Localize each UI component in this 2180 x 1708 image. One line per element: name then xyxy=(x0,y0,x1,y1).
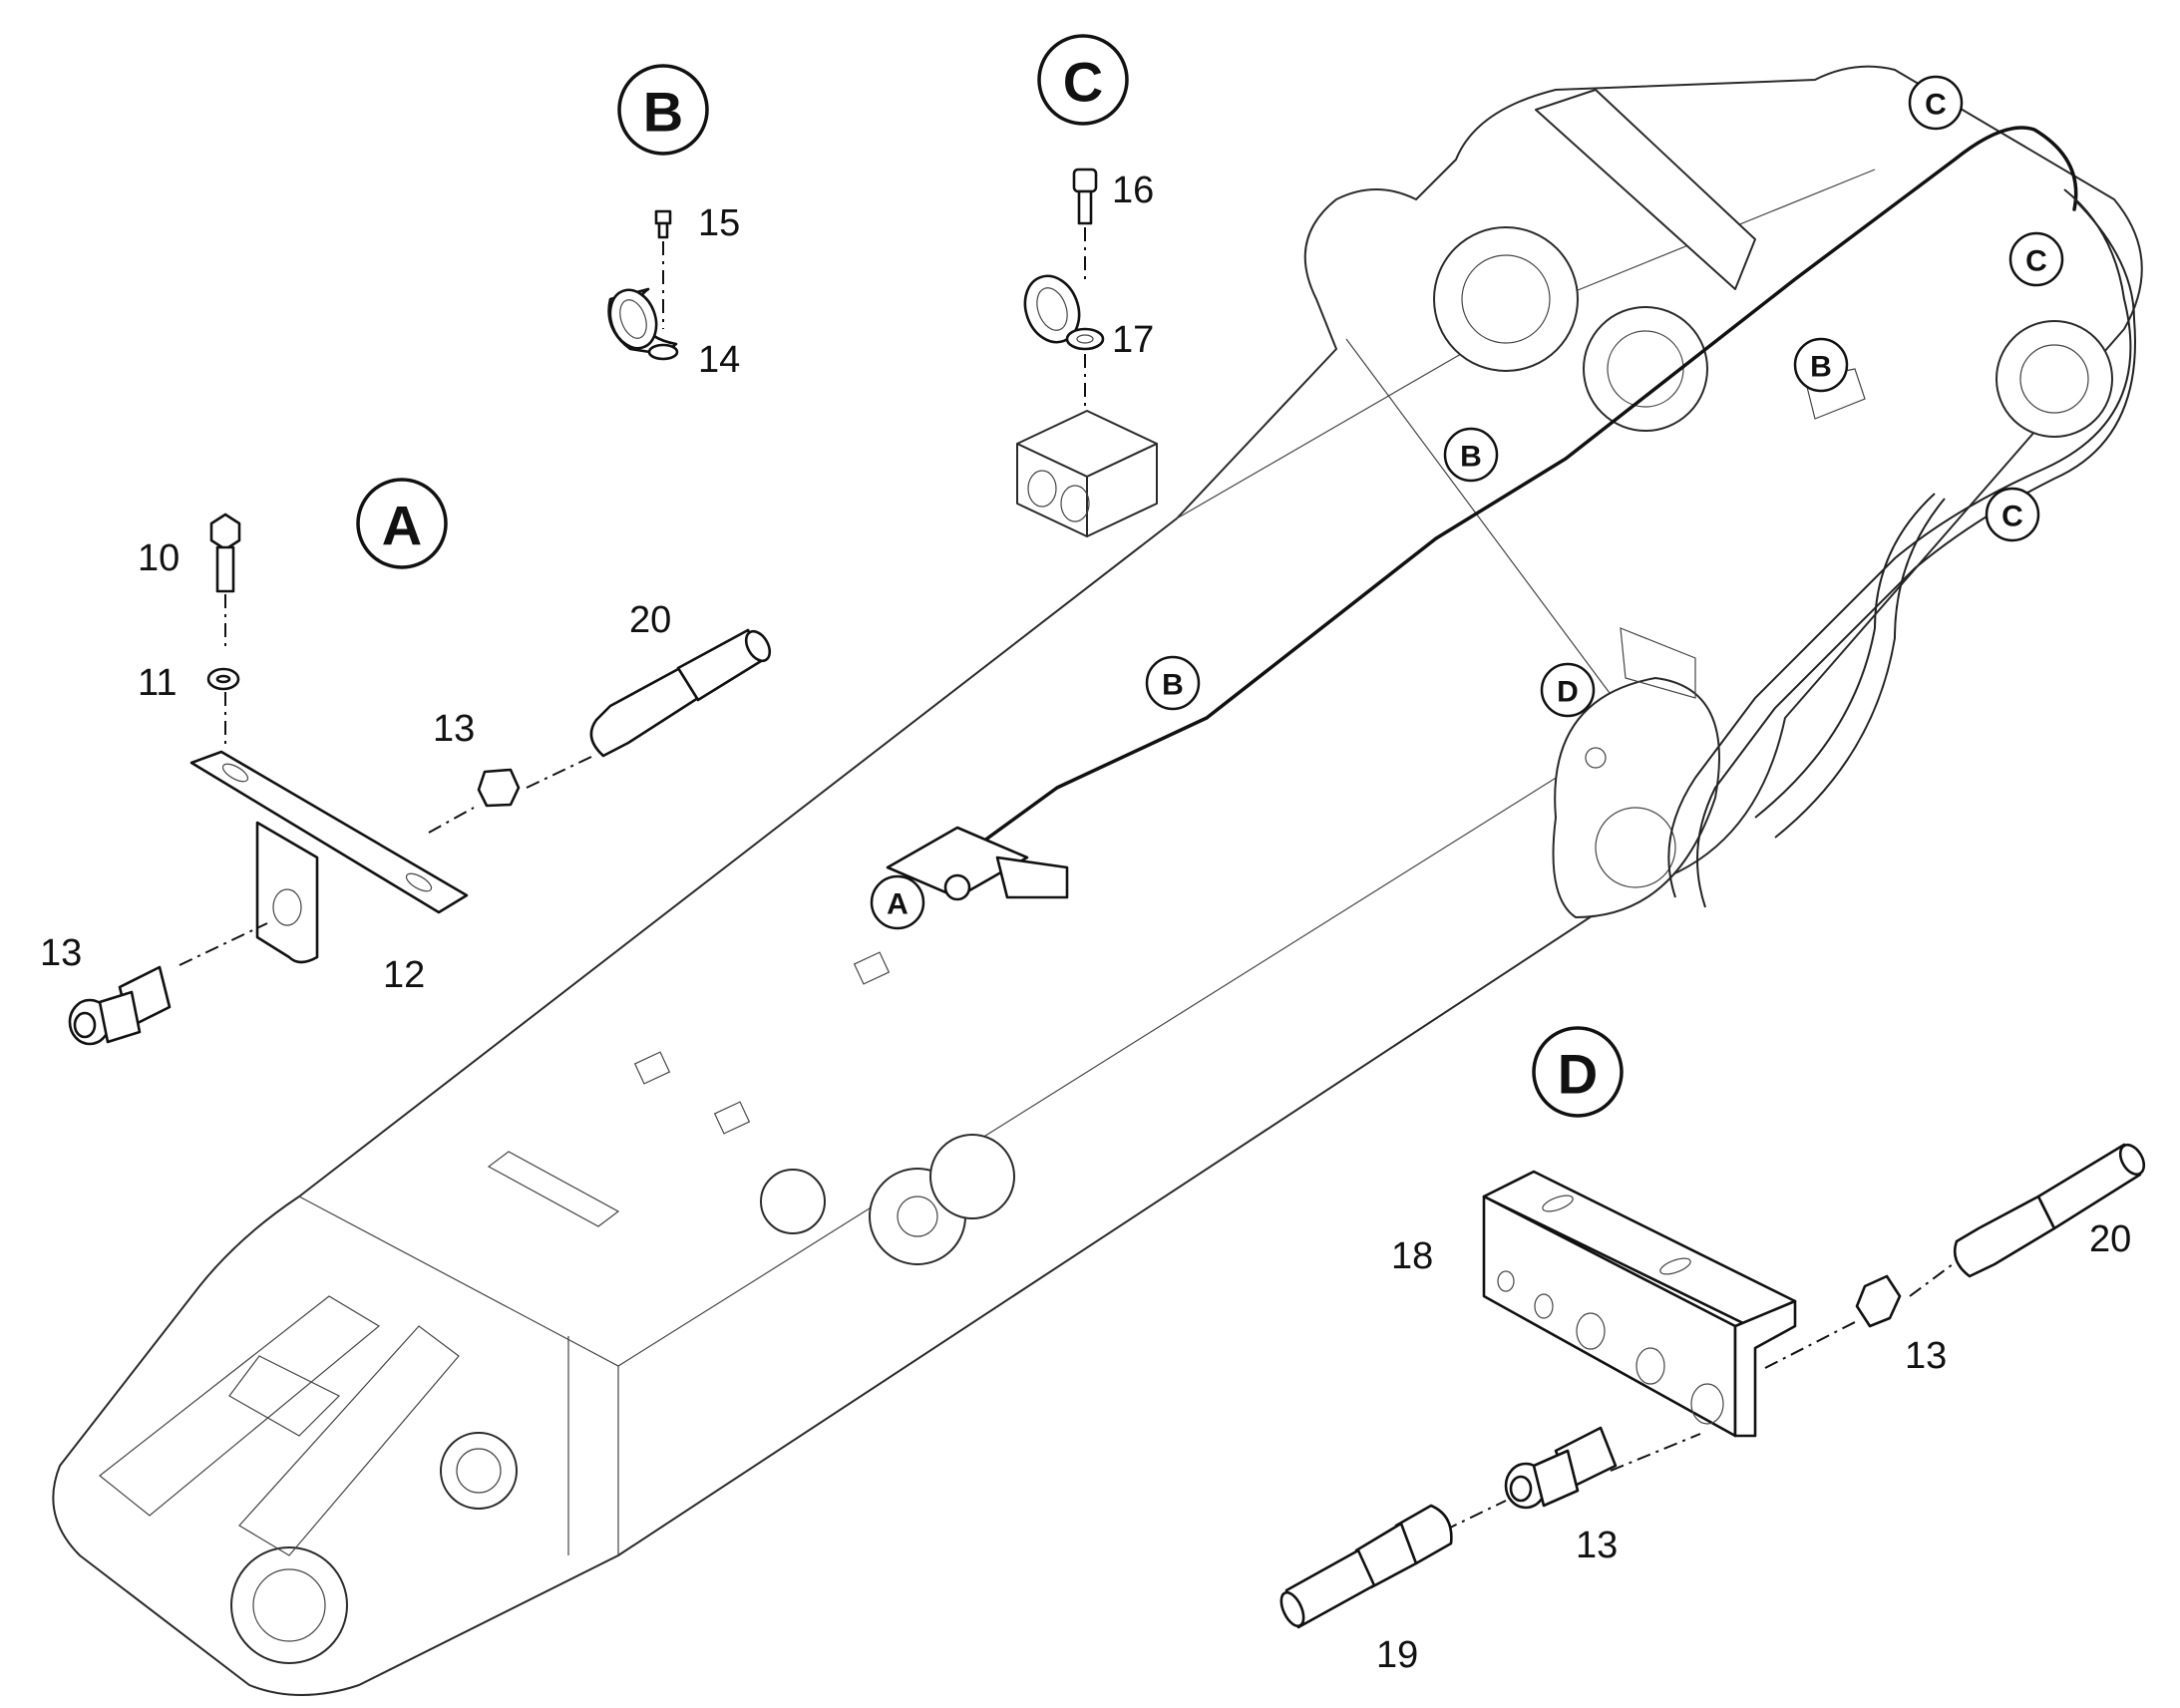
boom-callouts: C C B B B C D A xyxy=(870,75,2064,930)
part-number-13-fitting-a: 13 xyxy=(40,932,82,974)
detail-marker-b: B xyxy=(617,64,709,156)
boom-callout-c-top: C xyxy=(1908,75,1964,131)
fitting-13-detail-d xyxy=(1504,1426,1618,1510)
part-number-20-a: 20 xyxy=(629,599,671,641)
fitting-13-detail-a xyxy=(68,965,172,1046)
screw-15 xyxy=(654,209,672,239)
part-number-11: 11 xyxy=(138,662,177,704)
hose-20-detail-a xyxy=(589,628,772,758)
part-number-18: 18 xyxy=(1391,1235,1433,1277)
boom-callout-label: B xyxy=(1460,441,1482,474)
boom-callout-d: D xyxy=(1540,662,1596,718)
detail-label-b: B xyxy=(643,81,683,144)
hose-20-detail-d xyxy=(1953,1143,2146,1278)
boom-callout-label: D xyxy=(1557,676,1579,709)
detail-label-d: D xyxy=(1558,1043,1598,1106)
boom-callout-c-lower: C xyxy=(1985,487,2040,542)
boom-callout-a: A xyxy=(870,874,925,930)
boom-callout-label: C xyxy=(2001,501,2023,533)
detail-marker-a: A xyxy=(356,478,448,569)
boom-callout-c-right: C xyxy=(2008,231,2064,287)
boom-callout-b-middle: B xyxy=(1145,655,1201,711)
boom-callout-label: C xyxy=(2025,245,2047,278)
detail-marker-c: C xyxy=(1037,34,1129,126)
boom-hoses xyxy=(886,126,2136,908)
part-number-13-fitting-d: 13 xyxy=(1576,1525,1618,1566)
bolt-10 xyxy=(209,512,241,593)
clamp-14 xyxy=(607,287,679,361)
boom-callout-b-upper: B xyxy=(1443,427,1499,483)
part-number-16: 16 xyxy=(1112,170,1154,211)
part-number-labels: 10 11 12 13 13 20 15 14 16 17 18 13 13 2… xyxy=(40,170,2131,1676)
boom-callout-b-pivot: B xyxy=(1793,337,1849,393)
part-number-10: 10 xyxy=(138,537,180,579)
bracket-12 xyxy=(189,750,469,964)
part-number-13-nut-a: 13 xyxy=(433,708,475,750)
part-number-17: 17 xyxy=(1112,319,1154,361)
detail-c-group: C xyxy=(1016,34,1158,537)
boom-callout-label: C xyxy=(1925,89,1947,122)
part-number-12: 12 xyxy=(383,954,425,996)
boom-callout-label: A xyxy=(887,888,908,921)
part-number-20-d: 20 xyxy=(2089,1218,2131,1260)
bracket-18 xyxy=(1482,1170,1797,1438)
part-number-14: 14 xyxy=(698,339,740,381)
detail-b-group: B xyxy=(607,64,709,361)
detail-a-group: A xyxy=(68,478,772,1046)
boom-callout-label: B xyxy=(1810,351,1832,384)
boom-arm xyxy=(52,65,2143,1696)
part-number-19: 19 xyxy=(1376,1634,1418,1676)
detail-d-group: D xyxy=(1279,1026,2146,1629)
clamp-17 xyxy=(1023,274,1105,351)
part-number-15: 15 xyxy=(698,202,740,244)
detail-label-a: A xyxy=(382,495,422,557)
detail-label-c: C xyxy=(1063,51,1103,114)
clamp-block xyxy=(1016,410,1158,537)
detail-marker-d: D xyxy=(1532,1026,1624,1118)
nut-13-detail-a xyxy=(477,768,521,808)
nut-13-detail-d xyxy=(1855,1274,1902,1328)
screw-16 xyxy=(1072,168,1098,225)
boom-callout-label: B xyxy=(1162,669,1184,702)
part-number-13-nut-d: 13 xyxy=(1905,1335,1947,1377)
hose-19 xyxy=(1279,1504,1453,1629)
